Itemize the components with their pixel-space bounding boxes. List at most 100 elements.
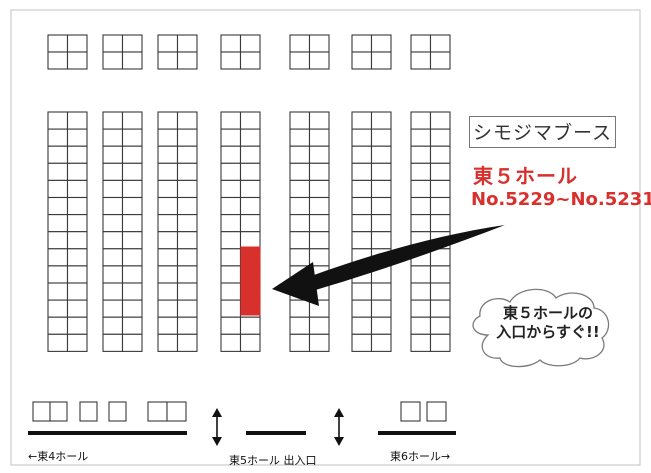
- booth-cell: [176, 51, 198, 70]
- booth-cell: [66, 111, 88, 130]
- booth-cell: [102, 265, 124, 284]
- map-border: [10, 9, 641, 466]
- booth-cell: [121, 162, 143, 181]
- booth-cell: [308, 34, 330, 53]
- booth-cell: [370, 128, 392, 147]
- hall6-label: 東6ホール→: [390, 450, 451, 463]
- booth-cell: [239, 128, 261, 147]
- booth-cell: [289, 128, 311, 147]
- cloud-bubble: [472, 288, 610, 368]
- booth-cell: [239, 214, 261, 233]
- booth-cell: [351, 162, 373, 181]
- booth-cell: [66, 145, 88, 164]
- booth-cell: [47, 128, 69, 147]
- booth-cell: [289, 179, 311, 199]
- booth-cell: [157, 248, 179, 267]
- booth-cell: [351, 145, 373, 164]
- booth-cell: [176, 299, 198, 318]
- booth-cell: [239, 162, 261, 181]
- booth-cell: [102, 179, 124, 199]
- booth-cell: [220, 299, 242, 318]
- booth-cell: [370, 282, 392, 301]
- booth-cell: [220, 316, 242, 335]
- booth-cell: [121, 145, 143, 164]
- booth-cell: [429, 196, 451, 216]
- booth-cell: [410, 179, 432, 199]
- booth-cell: [351, 333, 373, 352]
- booth-cell: [289, 51, 311, 70]
- booth-cell: [121, 282, 143, 301]
- booth-cell: [410, 111, 432, 130]
- booth-cell: [351, 282, 373, 301]
- booth-cell: [429, 316, 451, 335]
- booth-cell: [121, 111, 143, 130]
- booth-cell: [121, 51, 143, 70]
- booth-cell: [308, 145, 330, 164]
- booth-cell: [308, 231, 330, 250]
- booth-cell: [157, 196, 179, 216]
- booth-cell: [102, 51, 124, 70]
- booth-cell: [370, 145, 392, 164]
- booth-cell: [47, 333, 69, 352]
- booth-cell: [176, 111, 198, 130]
- booth-cell: [308, 111, 330, 130]
- booth-cell: [157, 145, 179, 164]
- booth-cell: [66, 128, 88, 147]
- booth-cell: [176, 128, 198, 147]
- booth-cell: [351, 214, 373, 233]
- booth-cell: [410, 34, 432, 53]
- booth-cell: [370, 316, 392, 335]
- booth-cell: [66, 316, 88, 335]
- booth-cell: [157, 214, 179, 233]
- booth-cell: [410, 128, 432, 147]
- booth-cell: [157, 333, 179, 352]
- booth-cell: [157, 316, 179, 335]
- hall-title: 東５ホール: [473, 164, 578, 188]
- booth-cell: [66, 231, 88, 250]
- booth-cell: [157, 34, 179, 53]
- booth-cell: [308, 179, 330, 199]
- booth-cell: [102, 316, 124, 335]
- booth-cell: [410, 299, 432, 318]
- booth-cell: [289, 333, 311, 352]
- booth-cell: [410, 265, 432, 284]
- booth-cell: [370, 214, 392, 233]
- booth-cell: [429, 128, 451, 147]
- booth-cell: [370, 333, 392, 352]
- booth-cell: [410, 162, 432, 181]
- booth-cell: [47, 51, 69, 70]
- booth-cell: [410, 145, 432, 164]
- booth-cell: [410, 51, 432, 70]
- booth-cell: [351, 51, 373, 70]
- booth-cell: [102, 34, 124, 53]
- booth-cell: [47, 162, 69, 181]
- booth-cell: [47, 282, 69, 301]
- booth-cell: [308, 162, 330, 181]
- booth-cell: [351, 34, 373, 53]
- booth-cell: [102, 333, 124, 352]
- booth-cell: [308, 316, 330, 335]
- booth-cell: [370, 231, 392, 250]
- booth-cell: [239, 196, 261, 216]
- booth-cell: [66, 248, 88, 267]
- booth-cell: [66, 265, 88, 284]
- booth-cell: [429, 214, 451, 233]
- booth-cell: [121, 179, 143, 199]
- highlighted-booth[interactable]: [240, 246, 261, 316]
- booth-cell: [429, 145, 451, 164]
- booth-cell: [176, 248, 198, 267]
- booth-cell: [66, 196, 88, 216]
- booth-cell: [370, 34, 392, 53]
- booth-cell: [220, 196, 242, 216]
- booth-cell: [176, 179, 198, 199]
- booth-cell: [47, 299, 69, 318]
- booth-cell: [429, 282, 451, 301]
- booth-cell: [157, 51, 179, 70]
- booth-cell: [157, 231, 179, 250]
- booth-cell: [102, 111, 124, 130]
- booth-cell: [351, 196, 373, 216]
- booth-cell: [410, 316, 432, 335]
- booth-cell: [121, 128, 143, 147]
- booth-cell: [351, 179, 373, 199]
- booth-cell: [47, 214, 69, 233]
